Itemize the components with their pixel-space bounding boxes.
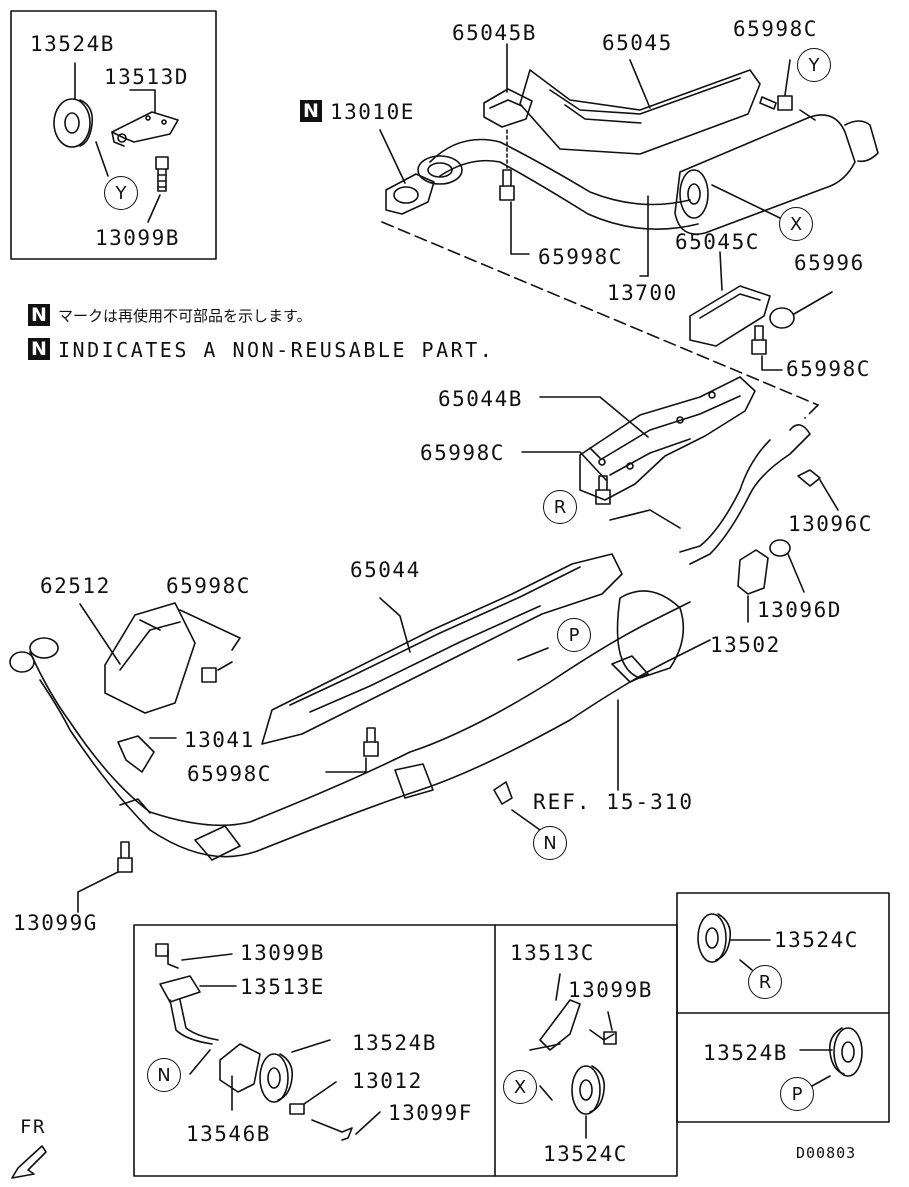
document-code: D00803 [796,1144,857,1162]
bottom-inset-parts [155,943,381,1141]
muffler-13700 [417,114,879,277]
label-13546B: 13546B [186,1122,271,1146]
bolt-13099B-topleft [147,156,169,223]
bracket-65045B [483,43,533,128]
callout-Y: Y [104,176,138,210]
label-13513E: 13513E [240,975,325,999]
heat-shield-65044 [261,553,623,773]
label-65996: 65996 [794,251,865,275]
callout-X: X [779,207,813,241]
hanger-13524B-topleft [53,62,94,148]
label-13099B: 13099B [568,978,653,1002]
bottom-middle-parts [529,973,617,1139]
label-62512: 62512 [40,574,111,598]
callout-N: N [147,1058,181,1092]
note-en: INDICATES A NON-REUSABLE PART. [58,338,495,362]
label-65998C: 65998C [786,357,871,381]
bracket-65045C [689,251,833,371]
label-65998C: 65998C [166,574,251,598]
heat-shield-65044B [521,376,756,529]
non-reusable-badge: N [300,100,322,122]
label-13524C: 13524C [774,928,859,952]
label-13513C: 13513C [510,941,595,965]
exhaust-pipe-main [9,424,811,861]
callout-R: R [748,965,782,999]
label-13096D: 13096D [757,598,842,622]
label-65998C: 65998C [733,17,818,41]
label-13099B: 13099B [95,226,180,250]
callout-P: P [557,618,591,652]
label-13099F: 13099F [388,1101,473,1125]
label-13010E: 13010E [330,100,415,124]
label-65045: 65045 [602,31,673,55]
callout-R: R [543,490,577,524]
callout-X: X [503,1070,537,1104]
label-ref-15-310: REF. 15-310 [533,790,695,814]
label-65044B: 65044B [438,387,523,411]
label-13041: 13041 [184,728,255,752]
non-reusable-badge-en: N [28,338,50,360]
callout-N: N [533,826,567,860]
label-65998C: 65998C [187,762,272,786]
bracket-13502 [737,469,839,623]
callout-Y: Y [797,48,831,82]
inset-box-right [676,892,890,1123]
non-reusable-badge-jp: N [28,304,50,326]
label-13524B: 13524B [703,1041,788,1065]
bracket-62512 [79,602,241,773]
callout-P: P [780,1077,814,1111]
label-13096C: 13096C [788,512,873,536]
label-13099B: 13099B [240,941,325,965]
label-13700: 13700 [607,281,678,305]
right-inset-parts [697,913,863,1087]
bracket-13513D [111,89,179,147]
label-13513D: 13513D [104,65,189,89]
label-13099G: 13099G [13,911,98,935]
front-arrow-icon [11,1145,47,1179]
heat-protector-65045 [519,59,761,155]
label-13524B: 13524B [30,32,115,56]
inset-box-top-left [10,10,217,260]
label-13524C: 13524C [543,1142,628,1166]
label-65998C: 65998C [420,441,505,465]
label-65998C: 65998C [538,245,623,269]
label-65044: 65044 [350,558,421,582]
note-jp: マークは再使用不可部品を示します。 [58,307,312,325]
label-13524B: 13524B [352,1031,437,1055]
label-65045B: 65045B [452,21,537,45]
label-65045C: 65045C [675,230,760,254]
label-13012: 13012 [352,1069,423,1093]
front-label: FR [20,1116,46,1138]
label-13502: 13502 [710,633,781,657]
